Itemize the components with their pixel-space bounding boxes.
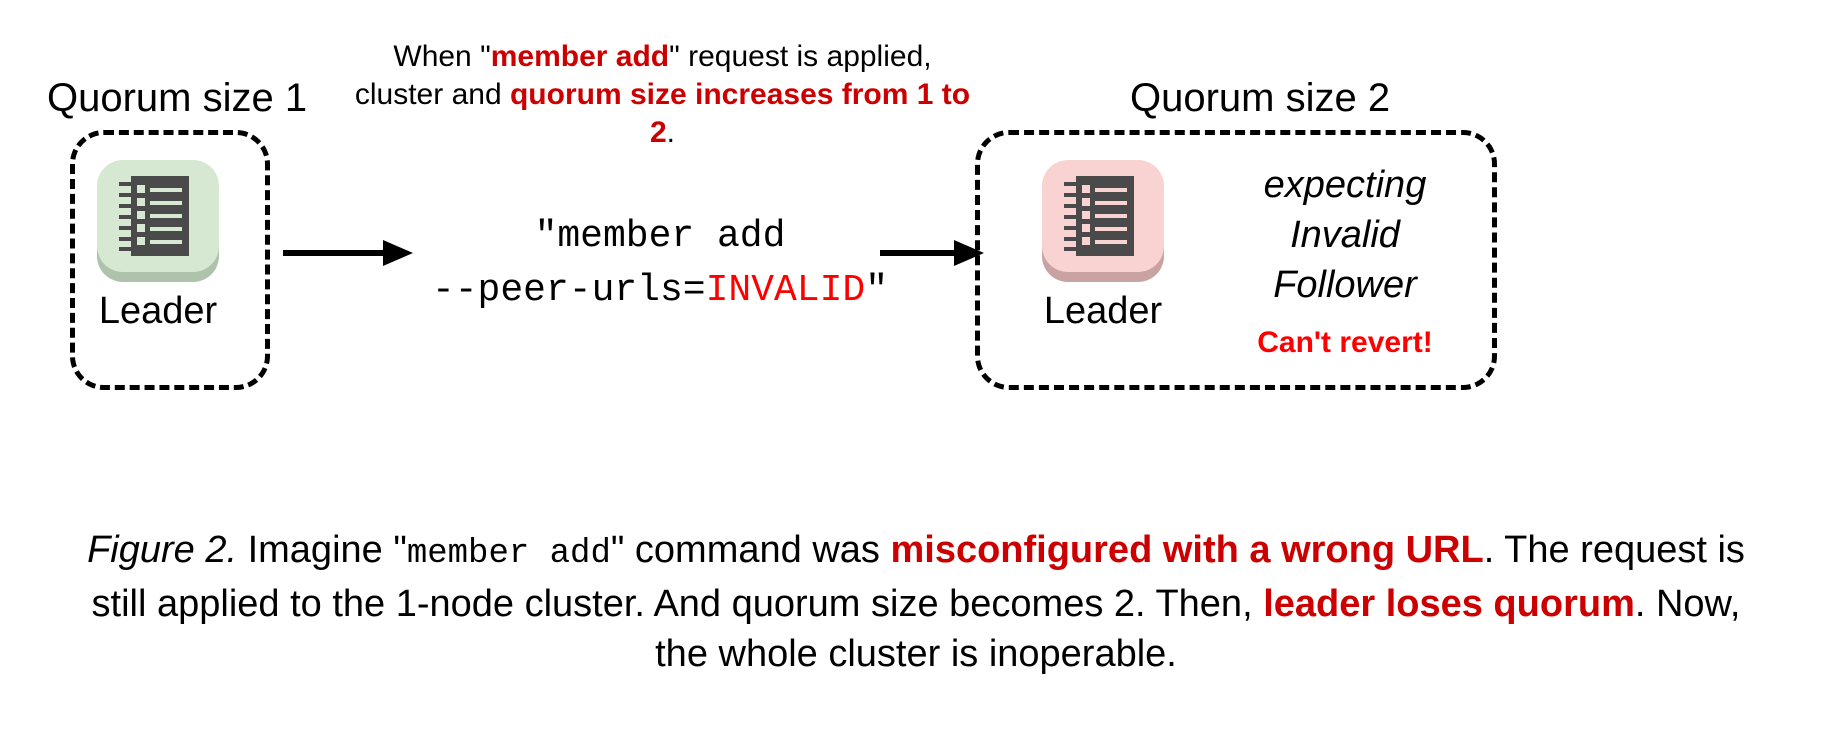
command-line-1: "member add	[534, 215, 786, 258]
caption-text-1: Imagine "	[237, 529, 407, 571]
figure-caption: Figure 2. Imagine "member add" command w…	[60, 525, 1772, 679]
right-status-block: expecting Invalid Follower Can't revert!	[1200, 160, 1490, 360]
left-leader-node: Leader	[97, 160, 219, 332]
caption-emphasis-2: leader loses quorum	[1263, 583, 1635, 625]
command-quote-close: "	[865, 269, 889, 312]
right-node-caption: Leader	[1043, 290, 1163, 332]
arrow-right-icon	[283, 240, 413, 266]
top-annotation: When "member add" request is applied, cl…	[350, 38, 975, 152]
top-note-emphasis-2: quorum size increases from 1 to 2	[509, 78, 971, 149]
cant-revert-warning: Can't revert!	[1257, 326, 1433, 359]
top-note-emphasis-1: member add	[490, 40, 670, 73]
right-cluster-boundary	[975, 130, 1497, 390]
left-node-caption: Leader	[98, 290, 218, 332]
caption-code-1: member add	[406, 535, 611, 573]
caption-emphasis-1: misconfigured with a wrong URL	[890, 529, 1484, 571]
status-line-2: Invalid	[1290, 214, 1400, 256]
figure-number: Figure 2.	[87, 529, 238, 571]
caption-text-4: . Now, the whole cluster is inoperable.	[655, 583, 1741, 675]
top-note-part1: When "	[393, 40, 491, 73]
left-group-label: Quorum size 1	[47, 76, 308, 120]
server-rack-icon	[97, 160, 219, 282]
right-group-label: Quorum size 2	[1130, 76, 1391, 120]
caption-text-2: " command was	[610, 529, 891, 571]
command-invalid-value: INVALID	[705, 269, 866, 312]
arrow-right-icon	[880, 240, 984, 266]
caption-text-3: . The request is still applied to the 1-…	[91, 529, 1745, 625]
left-cluster-boundary	[70, 130, 270, 390]
top-note-part2: " request is applied, cluster and	[354, 40, 932, 111]
right-leader-node: Leader	[1042, 160, 1164, 332]
command-text: "member add --peer-urls=INVALID"	[420, 210, 900, 318]
server-rack-icon	[1042, 160, 1164, 282]
status-line-1: expecting	[1263, 164, 1427, 206]
command-line-2: --peer-urls=INVALID"	[420, 264, 900, 318]
status-line-3: Follower	[1273, 264, 1417, 306]
top-note-part3: .	[666, 116, 676, 149]
command-flag: --peer-urls=	[431, 269, 706, 312]
